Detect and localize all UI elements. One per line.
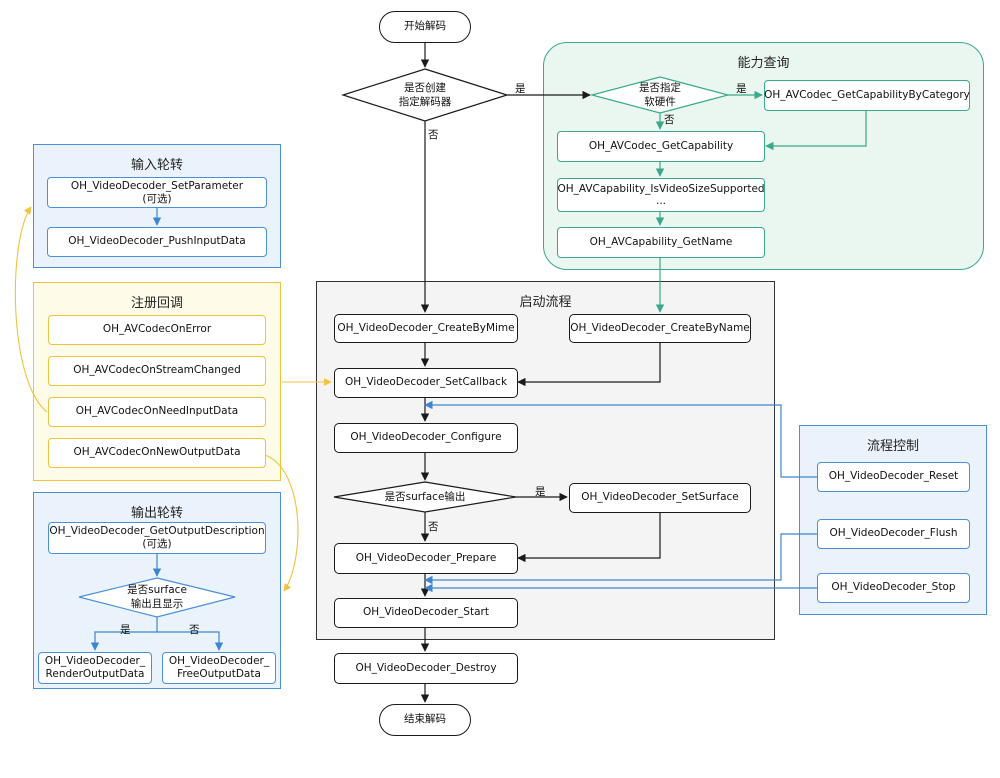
is-video-size-supported-ellipsis: ... [655, 195, 666, 207]
decision-hw-text: 是否指定 软硬件 [620, 80, 700, 110]
arrow-display-yes [90, 617, 158, 651]
node-get-capability-by-category: OH_AVCodec_GetCapabilityByCategory [764, 80, 970, 111]
decision-create-yes-label: 是 [515, 83, 526, 95]
node-create-by-mime: OH_VideoDecoder_CreateByMime [334, 314, 518, 343]
set-parameter-note: (可选) [142, 192, 172, 205]
arrow-bycategory-to-getcap [765, 111, 867, 151]
decision-display-line1: 是否surface [127, 583, 187, 596]
node-get-name: OH_AVCapability_GetName [557, 227, 765, 258]
arrow-setsurface-to-prepare [517, 513, 661, 563]
decision-surface-yes-label: 是 [535, 486, 546, 498]
decision-display-yes-label: 是 [120, 624, 131, 636]
node-free-output-data: OH_VideoDecoder_ FreeOutputData [162, 652, 276, 684]
node-is-video-size-supported: OH_AVCapability_IsVideoSizeSupported ... [557, 178, 765, 212]
is-video-size-supported-label: OH_AVCapability_IsVideoSizeSupported [557, 182, 765, 195]
node-push-input-data: OH_VideoDecoder_PushInputData [47, 227, 267, 257]
arrow-needinput-to-input [14, 206, 48, 413]
node-destroy: OH_VideoDecoder_Destroy [334, 653, 518, 684]
decision-hw-line1: 是否指定 [639, 81, 681, 94]
decision-hw-yes-label: 是 [736, 83, 747, 95]
node-start: OH_VideoDecoder_Start [334, 598, 518, 628]
end-terminal: 结束解码 [379, 704, 471, 736]
arrow-byname-to-callback [517, 343, 661, 387]
decision-hw-line2: 软硬件 [644, 96, 676, 108]
callbacks-title: 注册回调 [130, 296, 183, 311]
arrow-reset-to-configure [424, 400, 817, 478]
node-configure: OH_VideoDecoder_Configure [334, 423, 518, 453]
node-prepare: OH_VideoDecoder_Prepare [334, 543, 518, 574]
arrow-display-no [157, 631, 224, 651]
decision-display-line2: 输出且显示 [130, 598, 184, 610]
free-output-data-line2: FreeOutputData [177, 668, 261, 680]
output-rotation-title: 输出轮转 [130, 506, 183, 521]
decision-display-text: 是否surface 输出且显示 [107, 582, 207, 612]
decision-create-no-label: 否 [428, 129, 439, 141]
decision-display-no-label: 否 [189, 624, 200, 636]
arrow-newoutput-to-output [264, 454, 299, 592]
get-output-description-note: (可选) [142, 538, 172, 550]
input-rotation-title: 输入轮转 [130, 158, 183, 173]
free-output-data-line1: OH_VideoDecoder_ [168, 655, 270, 668]
node-render-output-data: OH_VideoDecoder_ RenderOutputData [38, 652, 152, 684]
start-terminal: 开始解码 [379, 11, 471, 43]
node-stop: OH_VideoDecoder_Stop [817, 573, 970, 603]
node-on-error: OH_AVCodecOnError [48, 315, 266, 345]
get-output-description-label: OH_VideoDecoder_GetOutputDescription [49, 525, 265, 538]
decision-surface-no-label: 否 [428, 521, 439, 533]
render-output-data-line1: OH_VideoDecoder_ [44, 655, 146, 668]
node-get-output-description: OH_VideoDecoder_GetOutputDescription (可选… [48, 522, 266, 554]
decision-hw-no-label: 否 [664, 114, 675, 126]
flow-control-title: 流程控制 [866, 439, 919, 454]
render-output-data-line2: RenderOutputData [45, 668, 145, 680]
decision-create-line1: 是否创建 [404, 81, 446, 94]
node-flush: OH_VideoDecoder_Flush [817, 519, 970, 549]
arrow-flush-to-start [424, 533, 817, 585]
node-on-stream-changed: OH_AVCodecOnStreamChanged [48, 356, 266, 386]
node-get-capability: OH_AVCodec_GetCapability [557, 131, 765, 162]
node-on-new-output-data: OH_AVCodecOnNewOutputData [48, 438, 266, 468]
node-set-callback: OH_VideoDecoder_SetCallback [334, 368, 518, 398]
decision-create-text: 是否创建 指定解码器 [373, 79, 477, 111]
startup-title: 启动流程 [519, 295, 572, 310]
decision-surface-text: 是否surface输出 [384, 490, 466, 503]
node-create-by-name: OH_VideoDecoder_CreateByName [569, 314, 751, 343]
node-set-parameter: OH_VideoDecoder_SetParameter (可选) [47, 177, 267, 208]
capability-title: 能力查询 [737, 56, 790, 71]
set-parameter-label: OH_VideoDecoder_SetParameter [70, 179, 244, 192]
decision-create-line2: 指定解码器 [398, 96, 452, 108]
node-on-need-input-data: OH_AVCodecOnNeedInputData [48, 397, 266, 427]
node-reset: OH_VideoDecoder_Reset [817, 462, 970, 492]
node-set-surface: OH_VideoDecoder_SetSurface [569, 483, 751, 513]
